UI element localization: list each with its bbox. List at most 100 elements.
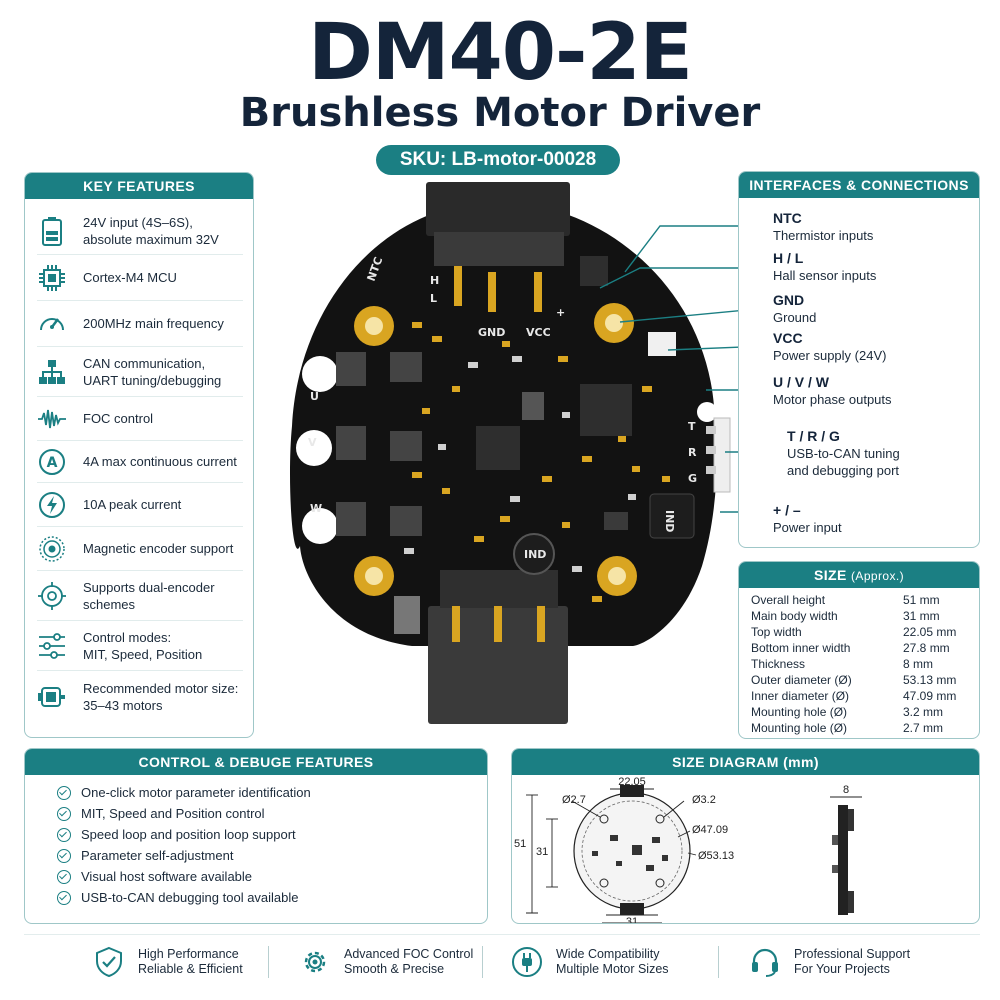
- size-value: 51 mm: [903, 593, 940, 607]
- current-a-icon: A: [37, 447, 67, 477]
- size-diagram: 22.05 Ø2.7 Ø3.2 Ø47.09 Ø53.13 51 31 27.8…: [514, 776, 862, 924]
- control-item-text: Speed loop and position loop support: [81, 827, 296, 842]
- waveform-icon: [37, 404, 67, 434]
- size-label: Overall height: [751, 593, 826, 607]
- silk-v: V: [308, 436, 317, 449]
- size-diagram-heading: SIZE DIAGRAM (mm): [512, 749, 979, 775]
- interface-desc: Power input: [773, 520, 842, 535]
- lightning-icon: [37, 490, 67, 520]
- feature-item: Recommended motor size:35–43 motors: [37, 671, 243, 723]
- dim-bottom-inner: 27.8: [621, 902, 642, 914]
- footer-line: Wide Compatibility: [556, 947, 660, 961]
- check-icon: [57, 890, 71, 905]
- silk-h: H: [430, 274, 439, 287]
- check-icon: [57, 806, 71, 821]
- plug-icon: [510, 945, 544, 979]
- control-debug-panel: CONTROL & DEBUGE FEATURES One-click moto…: [24, 748, 488, 924]
- size-label: Outer diameter (Ø): [751, 673, 852, 687]
- check-icon: [57, 869, 71, 884]
- dim-hole-large: Ø3.2: [692, 794, 716, 806]
- interface-title: T / R / G: [787, 428, 840, 444]
- network-icon: [37, 357, 67, 387]
- sliders-icon: [37, 631, 67, 661]
- size-label: Top width: [751, 625, 802, 639]
- feature-item: 200MHz main frequency: [37, 301, 243, 347]
- footer-line: High Performance: [138, 947, 239, 961]
- pcb-illustration: NTC H L GND VCC + U V W T R G IND IND: [289, 182, 731, 724]
- feature-item: 10A peak current: [37, 483, 243, 527]
- motor-icon: [37, 682, 67, 712]
- interface-desc: Ground: [773, 310, 817, 325]
- size-heading-suffix: (Approx.): [851, 569, 904, 583]
- dim-thickness: 8: [843, 784, 849, 796]
- check-icon: [57, 848, 71, 863]
- headset-icon: [748, 945, 782, 979]
- silk-w: W: [310, 502, 322, 515]
- feature-line: UART tuning/debugging: [83, 372, 222, 388]
- product-subtitle: Brushless Motor Driver: [239, 90, 761, 136]
- footer-line: For Your Projects: [794, 962, 890, 976]
- size-value: 53.13 mm: [903, 673, 957, 687]
- dim-body: 31: [536, 846, 548, 858]
- speedometer-icon: [37, 309, 67, 339]
- interface-desc: Hall sensor inputs: [773, 268, 877, 283]
- control-item-text: Parameter self-adjustment: [81, 848, 234, 863]
- silk-gnd: GND: [478, 326, 505, 339]
- svg-text:A: A: [47, 455, 58, 471]
- dim-outer-dia: Ø53.13: [698, 850, 734, 862]
- dim-top-width: 22.05: [618, 776, 646, 788]
- size-heading-text: SIZE: [814, 567, 847, 583]
- size-label: Mounting hole (Ø): [751, 721, 848, 735]
- control-item: Parameter self-adjustment: [57, 848, 233, 863]
- feature-line: Control modes:: [83, 629, 172, 645]
- shield-check-icon: [92, 945, 126, 979]
- feature-line: FOC control: [83, 411, 154, 426]
- feature-item: CAN communication,UART tuning/debugging: [37, 347, 243, 397]
- feature-item: 24V input (4S–6S),absolute maximum 32V: [37, 207, 243, 255]
- gear-icon: [298, 945, 332, 979]
- feature-item: A 4A max continuous current: [37, 441, 243, 483]
- size-value: 8 mm: [903, 657, 933, 671]
- dim-bottom-width: 31: [626, 916, 638, 924]
- size-value: 22.05 mm: [903, 625, 957, 639]
- control-heading: CONTROL & DEBUGE FEATURES: [25, 749, 487, 775]
- silk-plus: +: [556, 306, 565, 319]
- size-value: 27.8 mm: [903, 641, 950, 655]
- control-item-text: One-click motor parameter identification: [81, 785, 311, 800]
- control-item: MIT, Speed and Position control: [57, 806, 265, 821]
- interfaces-heading: INTERFACES & CONNECTIONS: [739, 172, 979, 198]
- key-features-panel: KEY FEATURES 24V input (4S–6S),absolute …: [24, 172, 254, 738]
- silk-u: U: [310, 390, 319, 403]
- size-value: 47.09 mm: [903, 689, 957, 703]
- interface-desc: Motor phase outputs: [773, 392, 892, 407]
- feature-line: Cortex-M4 MCU: [83, 270, 177, 285]
- interface-desc: USB-to-CAN tuning: [787, 446, 900, 461]
- silk-r: R: [688, 446, 697, 459]
- size-value: 2.7 mm: [903, 721, 944, 735]
- control-item: Speed loop and position loop support: [57, 827, 296, 842]
- silk-l: L: [430, 292, 437, 305]
- encoder-icon: [37, 534, 67, 564]
- feature-item: Magnetic encoder support: [37, 527, 243, 571]
- silk-t: T: [688, 420, 696, 433]
- footer-line: Reliable & Efficient: [138, 962, 243, 976]
- size-value: 31 mm: [903, 609, 940, 623]
- silk-ind: IND: [663, 510, 676, 532]
- footer-separator: [268, 946, 269, 978]
- silk-vcc: VCC: [526, 326, 551, 339]
- footer-separator: [718, 946, 719, 978]
- feature-line: schemes: [83, 596, 136, 612]
- battery-icon: [37, 216, 67, 246]
- check-icon: [57, 785, 71, 800]
- control-item: Visual host software available: [57, 869, 252, 884]
- feature-line: 24V input (4S–6S),: [83, 214, 193, 230]
- size-value: 3.2 mm: [903, 705, 944, 719]
- dim-height: 51: [514, 838, 526, 850]
